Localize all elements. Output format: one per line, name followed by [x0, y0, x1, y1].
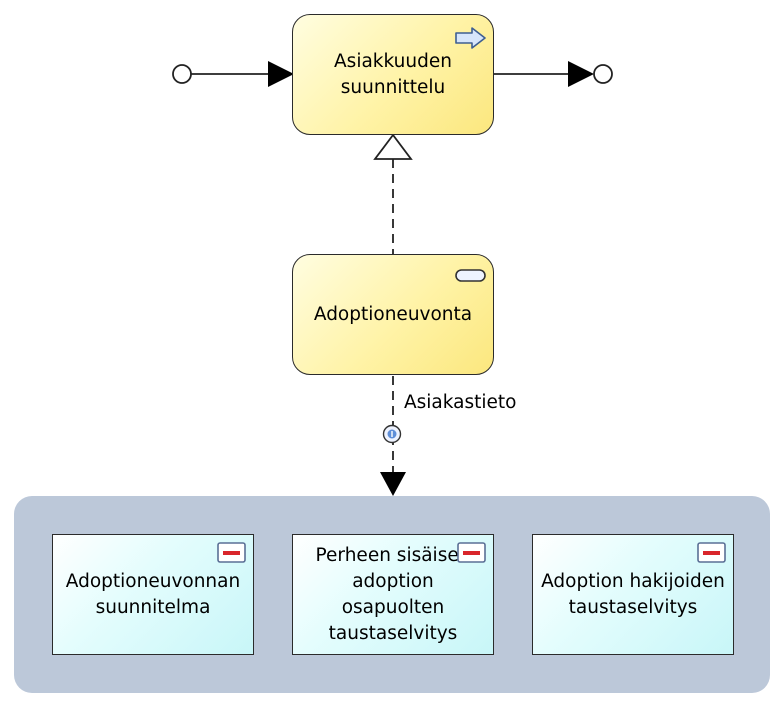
process-arrow-icon — [455, 27, 486, 49]
info-flow-icon — [382, 424, 402, 444]
info-flow-arrowhead — [380, 472, 406, 496]
info-flow-label: Asiakastieto — [404, 392, 517, 413]
data-object-icon — [217, 542, 246, 563]
flow-in-arrowhead — [268, 61, 294, 87]
start-event[interactable] — [172, 64, 192, 84]
data-object-perheen-sisaisen-adoption[interactable]: Perheen sisäisen adoption osapuolten tau… — [292, 534, 494, 655]
flow-out-arrowhead — [568, 61, 594, 87]
data-object-icon — [457, 542, 486, 563]
realization-arrowhead — [373, 133, 413, 160]
data-object-label: Perheen sisäisen adoption osapuolten tau… — [315, 544, 471, 644]
service-icon — [455, 269, 486, 282]
data-object-adoption-hakijoiden-taustaselvitys[interactable]: Adoption hakijoiden taustaselvitys — [532, 534, 734, 655]
service-adoptioneuvonta[interactable]: Adoptioneuvonta — [292, 254, 494, 375]
data-object-icon — [697, 542, 726, 563]
data-object-label: Adoption hakijoiden taustaselvitys — [541, 570, 725, 618]
process-asiakkuuden-suunnittelu[interactable]: Asiakkuuden suunnittelu — [292, 14, 494, 135]
end-event[interactable] — [593, 64, 613, 84]
service-label: Adoptioneuvonta — [313, 303, 473, 325]
data-object-adoptioneuvonnan-suunnitelma[interactable]: Adoptioneuvonnan suunnitelma — [52, 534, 254, 655]
data-object-label: Adoptioneuvonnan suunnitelma — [65, 570, 241, 618]
process-label: Asiakkuuden suunnittelu — [334, 50, 452, 98]
